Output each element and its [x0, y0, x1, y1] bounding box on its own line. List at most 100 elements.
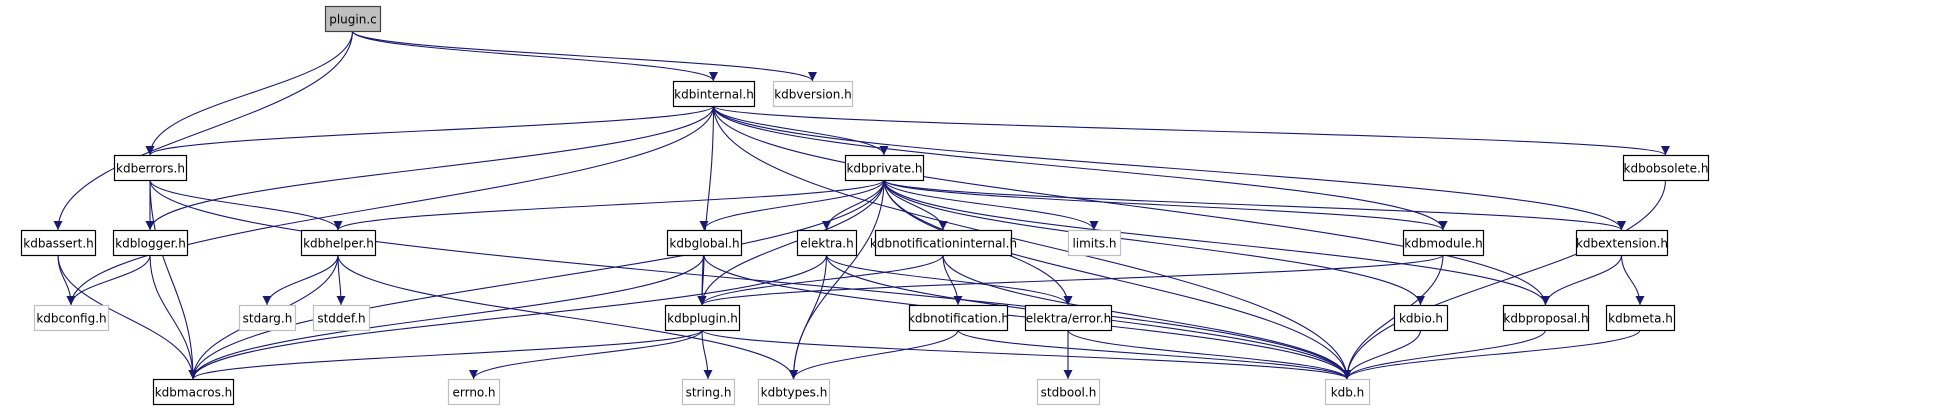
node-label: kdbmacros.h [155, 386, 233, 400]
edge-kdberrors-to-kdb [149, 179, 1352, 380]
node-kdbmodule[interactable]: kdbmodule.h [1402, 229, 1485, 257]
edge-kdbproposal-to-kdb [1342, 329, 1547, 380]
node-kdbnotificationinternal[interactable]: kdbnotificationinternal.h [870, 229, 1017, 257]
node-elektra-error[interactable]: elektra/error.h [1024, 304, 1113, 332]
node-kdbmacros[interactable]: kdbmacros.h [152, 378, 235, 406]
node-label: kdbobsolete.h [1624, 162, 1709, 176]
node-kdbobsolete[interactable]: kdbobsolete.h [1622, 154, 1710, 182]
edge-kdblogger-to-kdbconfig [66, 254, 151, 306]
edge-kdbprivate-to-elektra [822, 179, 885, 231]
edge-kdbmodule-to-kdbplugin [697, 254, 1444, 306]
node-label: kdbinternal.h [674, 88, 754, 102]
node-label: kdbassert.h [23, 237, 93, 251]
edge-kdbprivate-to-kdb [883, 179, 1352, 380]
node-label: kdbtypes.h [761, 386, 828, 400]
node-label: string.h [686, 386, 732, 400]
node-limits[interactable]: limits.h [1067, 229, 1122, 257]
node-label: kdberrors.h [116, 162, 185, 176]
node-label: kdbproposal.h [1503, 312, 1588, 326]
node-label: kdbmeta.h [1608, 312, 1673, 326]
node-label: kdbconfig.h [36, 312, 106, 326]
edge-kdbprivate-to-kdbplugin [697, 179, 885, 306]
node-kdbmeta[interactable]: kdbmeta.h [1605, 304, 1676, 332]
node-kdbhelper[interactable]: kdbhelper.h [300, 229, 377, 257]
edge-kdbplugin-to-kdb [701, 329, 1352, 380]
node-label: kdbnotification.h [908, 312, 1009, 326]
node-box [844, 154, 925, 182]
node-box [908, 304, 1009, 332]
node-label: errno.h [453, 386, 496, 400]
node-stdarg[interactable]: stdarg.h [238, 304, 297, 332]
node-box [1324, 378, 1371, 406]
node-kdb[interactable]: kdb.h [1324, 378, 1371, 406]
edge-kdbnotificationinternal-to-kdbplugin [697, 254, 944, 306]
node-box [681, 378, 736, 406]
node-box [666, 229, 743, 257]
edge-kdbnotificationinternal-to-kdbnotification [942, 254, 963, 306]
node-kdbproposal[interactable]: kdbproposal.h [1502, 304, 1590, 332]
node-kdbio[interactable]: kdbio.h [1393, 304, 1449, 332]
edge-kdbprivate-to-kdbextension [883, 179, 1626, 231]
node-box [672, 80, 756, 108]
nodes: plugin.c kdbinternal.h kdbversion.h kdberro… [20, 5, 1710, 406]
node-box [796, 229, 858, 257]
node-box [772, 80, 854, 108]
node-box [1402, 229, 1485, 257]
node-elektra[interactable]: elektra.h [796, 229, 858, 257]
node-kdbextension[interactable]: kdbextension.h [1575, 229, 1669, 257]
node-plugin-c[interactable]: plugin.c [324, 5, 382, 33]
edge-kdbinternal-to-kdberrors [145, 105, 715, 156]
node-string[interactable]: string.h [681, 378, 736, 406]
edge-plugin_c-to-kdberrors [145, 30, 354, 156]
edge-kdbprivate-to-limits [883, 179, 1099, 231]
node-kdbtypes[interactable]: kdbtypes.h [757, 378, 831, 406]
node-kdbconfig[interactable]: kdbconfig.h [33, 304, 110, 332]
edge-kdbnotification-to-kdb [957, 329, 1352, 380]
edge-kdbprivate-to-kdbtypes [789, 179, 885, 380]
node-stddef[interactable]: stddef.h [312, 304, 371, 332]
node-box [664, 304, 741, 332]
edge-kdbinternal-to-kdbobsolete [712, 105, 1670, 156]
node-kdbassert[interactable]: kdbassert.h [20, 229, 97, 257]
node-errno[interactable]: errno.h [447, 378, 501, 406]
node-box [300, 229, 377, 257]
node-box [33, 304, 110, 332]
node-kdbversion[interactable]: kdbversion.h [772, 80, 854, 108]
edge-kdbhelper-to-stdarg [262, 254, 339, 306]
edge-plugin_c-to-kdbassert [53, 30, 354, 231]
edge-elektra-to-kdbmacros [188, 254, 828, 380]
node-label: stdarg.h [243, 312, 293, 326]
node-label: kdbmodule.h [1404, 237, 1483, 251]
edge-kdbmeta-to-kdb [1342, 329, 1641, 380]
node-label: kdbhelper.h [303, 237, 374, 251]
node-kdblogger[interactable]: kdblogger.h [112, 229, 189, 257]
node-label: kdbextension.h [1576, 237, 1668, 251]
node-box [112, 229, 189, 257]
edge-kdberrors-to-kdbmacros [149, 179, 198, 380]
node-kdbnotification[interactable]: kdbnotification.h [908, 304, 1009, 332]
node-kdbprivate[interactable]: kdbprivate.h [844, 154, 925, 182]
node-label: kdbplugin.h [667, 312, 738, 326]
edge-kdbinternal-to-kdbmodule [712, 105, 1448, 231]
node-box [152, 378, 235, 406]
edge-kdbprivate-to-kdbio [883, 179, 1425, 306]
node-label: kdbglobal.h [669, 237, 739, 251]
node-stdbool[interactable]: stdbool.h [1036, 378, 1101, 406]
node-label: stddef.h [317, 312, 365, 326]
node-kdbinternal[interactable]: kdbinternal.h [672, 80, 756, 108]
node-box [447, 378, 501, 406]
node-label: kdbprivate.h [846, 162, 922, 176]
edge-kdbinternal-to-kdbprivate [712, 105, 889, 156]
edge-kdbplugin-to-kdbmacros [188, 329, 703, 380]
node-label: kdbversion.h [774, 88, 852, 102]
edge-kdberrors-to-kdbhelper [149, 179, 343, 231]
node-box [1622, 154, 1710, 182]
edge-kdbplugin-to-errno [469, 329, 703, 380]
edge-kdbglobal-to-kdbmacros [188, 254, 705, 380]
node-kdberrors[interactable]: kdberrors.h [113, 154, 188, 182]
edge-kdbprivate-to-kdbmodule [883, 179, 1448, 231]
edge-kdblogger-to-kdbmacros [149, 254, 198, 380]
node-kdbplugin[interactable]: kdbplugin.h [664, 304, 741, 332]
node-kdbglobal[interactable]: kdbglobal.h [666, 229, 743, 257]
